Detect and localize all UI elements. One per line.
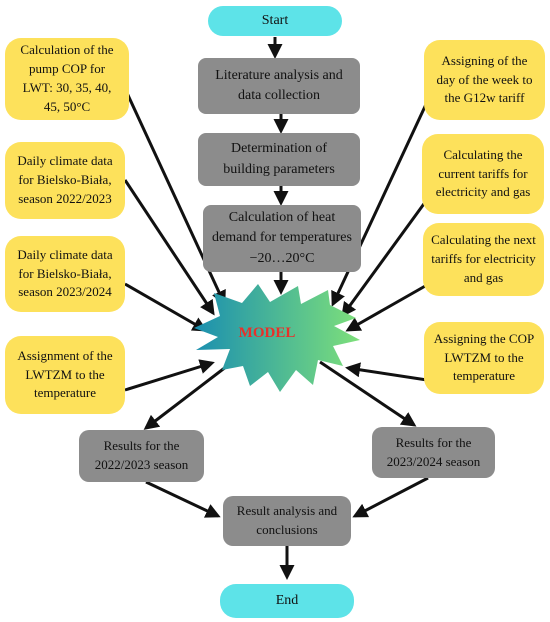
input-pump-cop-label: Calculation of the pump COP for LWT: 30,… <box>20 42 114 114</box>
start-terminal: Start <box>208 6 342 36</box>
input-climate-2023-label: Daily climate data for Bielsko-Biała, se… <box>17 246 113 300</box>
input-current-tariffs: Calculating the current tariffs for elec… <box>422 134 544 214</box>
input-climate-2022-label: Daily climate data for Bielsko-Biała, se… <box>17 153 113 206</box>
model-starburst-shape <box>194 284 360 392</box>
input-lwtzm-label: Assignment of the LWTZM to the temperatu… <box>17 347 113 401</box>
input-pump-cop: Calculation of the pump COP for LWT: 30,… <box>5 38 129 120</box>
step-building-label: Determination of building parameters <box>223 141 335 177</box>
arrow-input-r3-to-model <box>345 283 428 332</box>
step-literature-label: Literature analysis and data collection <box>215 67 343 103</box>
results-2022-2023: Results for the 2022/2023 season <box>79 430 204 482</box>
arrow-input-r4-to-model <box>345 362 428 382</box>
input-cop-lwtzm: Assigning the COP LWTZM to the temperatu… <box>424 322 544 394</box>
input-lwtzm-assignment: Assignment of the LWTZM to the temperatu… <box>5 336 125 414</box>
arrow-input-l4-to-model <box>124 359 215 392</box>
results-left-label: Results for the 2022/2023 season <box>94 438 189 472</box>
results-right-label: Results for the 2023/2024 season <box>386 434 481 469</box>
input-current-tariffs-label: Calculating the current tariffs for elec… <box>435 146 531 200</box>
arrow-model-to-results-left <box>143 358 236 430</box>
step-heat-demand: Calculation of heat demand for temperatu… <box>203 205 361 272</box>
step-heat-label: Calculation of heat demand for temperatu… <box>212 210 352 266</box>
start-label: Start <box>261 12 289 28</box>
step-literature-analysis: Literature analysis and data collection <box>198 58 360 114</box>
arrow-input-l2-to-model <box>123 179 215 316</box>
input-climate-2023: Daily climate data for Bielsko-Biała, se… <box>5 236 125 312</box>
end-terminal: End <box>220 584 354 618</box>
arrow-model-to-results-right <box>319 360 417 427</box>
input-g12w-tariff: Assigning of the day of the week to the … <box>424 40 545 120</box>
end-label: End <box>275 592 299 608</box>
arrow-results-right-to-analysis <box>352 476 429 518</box>
arrow-results-left-to-analysis <box>145 480 221 518</box>
arrow-input-r2-to-model <box>341 189 436 318</box>
arrow-input-l3-to-model <box>124 282 208 332</box>
input-climate-2022: Daily climate data for Bielsko-Biała, se… <box>5 142 125 219</box>
step-building-parameters: Determination of building parameters <box>198 133 360 186</box>
analysis-label: Result analysis and conclusions <box>236 503 338 537</box>
input-g12w-label: Assigning of the day of the week to the … <box>436 52 533 106</box>
model-label: MODEL <box>238 325 296 341</box>
input-cop-lwtzm-label: Assigning the COP LWTZM to the temperatu… <box>433 330 535 384</box>
results-2023-2024: Results for the 2023/2024 season <box>372 427 495 478</box>
result-analysis: Result analysis and conclusions <box>223 496 351 546</box>
input-next-tariffs: Calculating the next tariffs for electri… <box>423 223 544 296</box>
input-next-tariffs-label: Calculating the next tariffs for electri… <box>431 232 536 285</box>
